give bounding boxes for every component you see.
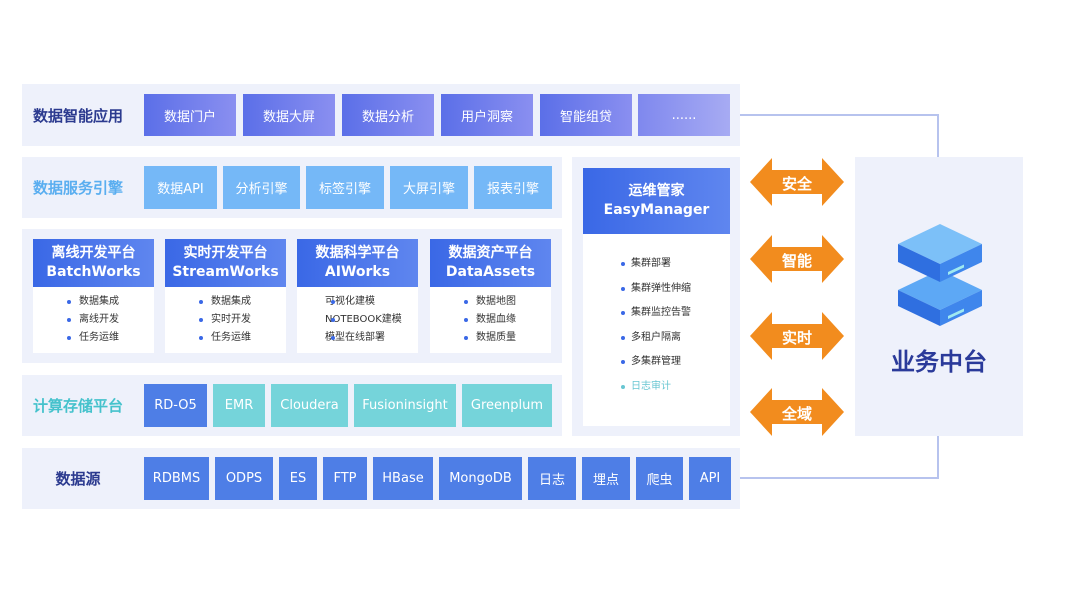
- ops-feature: 集群弹性伸缩: [583, 277, 730, 302]
- source-item[interactable]: HBase: [373, 457, 433, 500]
- platform-header: 数据科学平台 AIWorks: [297, 239, 418, 287]
- app-item[interactable]: 数据门户: [144, 94, 236, 136]
- platform-card-streamworks[interactable]: 实时开发平台 StreamWorks 数据集成 实时开发 任务运维: [165, 239, 286, 353]
- arrow-label: 实时: [781, 329, 812, 347]
- double-arrows: [750, 158, 844, 436]
- platform-subtitle: BatchWorks: [46, 264, 141, 280]
- compute-row-label: 计算存储平台: [32, 397, 123, 415]
- platform-card-dataassets[interactable]: 数据资产平台 DataAssets 数据地图 数据血缘 数据质量: [430, 239, 551, 353]
- app-item[interactable]: 用户洞察: [441, 94, 533, 136]
- source-item[interactable]: 埋点: [582, 457, 630, 500]
- service-item[interactable]: 分析引擎: [223, 166, 300, 209]
- ops-title: 运维管家: [628, 183, 685, 199]
- app-item[interactable]: 智能组贷: [540, 94, 632, 136]
- compute-item[interactable]: Cloudera: [271, 384, 348, 427]
- service-item[interactable]: 报表引擎: [474, 166, 552, 209]
- ops-feature: 集群部署: [583, 252, 730, 277]
- app-item[interactable]: 数据分析: [342, 94, 434, 136]
- platform-title: 实时开发平台: [183, 245, 268, 261]
- server-stack-icon: [898, 224, 982, 326]
- source-item[interactable]: FTP: [323, 457, 367, 500]
- ops-feature: 多租户隔离: [583, 326, 730, 351]
- platform-feature: 数据血缘: [430, 311, 551, 329]
- ops-card[interactable]: 运维管家 EasyManager 集群部署 集群弹性伸缩 集群监控告警 多租户隔…: [583, 168, 730, 426]
- platform-feature: 数据集成: [165, 293, 286, 311]
- double-arrow-shape: [750, 158, 844, 206]
- compute-item[interactable]: Fusioninsight: [354, 384, 456, 427]
- platform-feature-list: 数据地图 数据血缘 数据质量: [430, 287, 551, 347]
- platform-header: 数据资产平台 DataAssets: [430, 239, 551, 287]
- source-item[interactable]: ES: [279, 457, 317, 500]
- platform-feature: 模型在线部署: [297, 329, 418, 347]
- double-arrow-shape: [750, 312, 844, 360]
- app-row-label: 数据智能应用: [32, 106, 123, 125]
- platform-feature: 离线开发: [33, 311, 154, 329]
- platform-feature: 任务运维: [165, 329, 286, 347]
- service-item[interactable]: 数据API: [144, 166, 217, 209]
- source-item[interactable]: ODPS: [215, 457, 273, 500]
- service-item[interactable]: 大屏引擎: [390, 166, 468, 209]
- app-item[interactable]: ......: [638, 94, 730, 136]
- ops-header: 运维管家 EasyManager: [583, 168, 730, 234]
- app-item[interactable]: 数据大屏: [243, 94, 335, 136]
- ops-feature: 多集群管理: [583, 350, 730, 375]
- platform-header: 离线开发平台 BatchWorks: [33, 239, 154, 287]
- service-item[interactable]: 标签引擎: [306, 166, 384, 209]
- platform-feature-list: 数据集成 实时开发 任务运维: [165, 287, 286, 347]
- ops-subtitle: EasyManager: [603, 202, 710, 218]
- ops-feature-list: 集群部署 集群弹性伸缩 集群监控告警 多租户隔离 多集群管理 日志审计: [583, 168, 730, 400]
- source-item[interactable]: 日志: [528, 457, 576, 500]
- platform-subtitle: StreamWorks: [172, 264, 279, 280]
- compute-item[interactable]: RD-O5: [144, 384, 207, 427]
- compute-item[interactable]: Greenplum: [462, 384, 552, 427]
- platform-title: 数据资产平台: [448, 245, 533, 261]
- platform-feature: 数据质量: [430, 329, 551, 347]
- platform-feature-list: 可视化建模 NOTEBOOK建模 模型在线部署: [297, 287, 418, 347]
- service-row-label: 数据服务引擎: [32, 179, 123, 197]
- platform-title: 离线开发平台: [51, 245, 136, 261]
- source-item[interactable]: RDBMS: [144, 457, 209, 500]
- platform-card-aiworks[interactable]: 数据科学平台 AIWorks 可视化建模 NOTEBOOK建模 模型在线部署: [297, 239, 418, 353]
- arrow-label: 安全: [781, 175, 812, 193]
- platform-feature: 实时开发: [165, 311, 286, 329]
- platform-title: 数据科学平台: [315, 245, 400, 261]
- platform-header: 实时开发平台 StreamWorks: [165, 239, 286, 287]
- platform-subtitle: DataAssets: [445, 264, 536, 280]
- platform-card-batchworks[interactable]: 离线开发平台 BatchWorks 数据集成 离线开发 任务运维: [33, 239, 154, 353]
- platform-feature: 数据地图: [430, 293, 551, 311]
- source-item[interactable]: API: [689, 457, 731, 500]
- source-row-label: 数据源: [55, 470, 101, 488]
- double-arrow-shape: [750, 235, 844, 283]
- ops-feature: 集群监控告警: [583, 301, 730, 326]
- platform-feature: NOTEBOOK建模: [297, 311, 418, 329]
- double-arrow-shape: [750, 388, 844, 436]
- platform-feature: 任务运维: [33, 329, 154, 347]
- platform-feature: 数据集成: [33, 293, 154, 311]
- arrow-label: 全域: [781, 405, 812, 423]
- platform-subtitle: AIWorks: [324, 264, 391, 280]
- compute-item[interactable]: EMR: [213, 384, 265, 427]
- source-item[interactable]: 爬虫: [636, 457, 683, 500]
- source-item[interactable]: MongoDB: [439, 457, 522, 500]
- ops-feature-faded: 日志审计: [583, 375, 730, 400]
- arrow-label: 智能: [781, 252, 812, 270]
- platform-feature: 可视化建模: [297, 293, 418, 311]
- business-label: 业务中台: [891, 348, 987, 376]
- platform-feature-list: 数据集成 离线开发 任务运维: [33, 287, 154, 347]
